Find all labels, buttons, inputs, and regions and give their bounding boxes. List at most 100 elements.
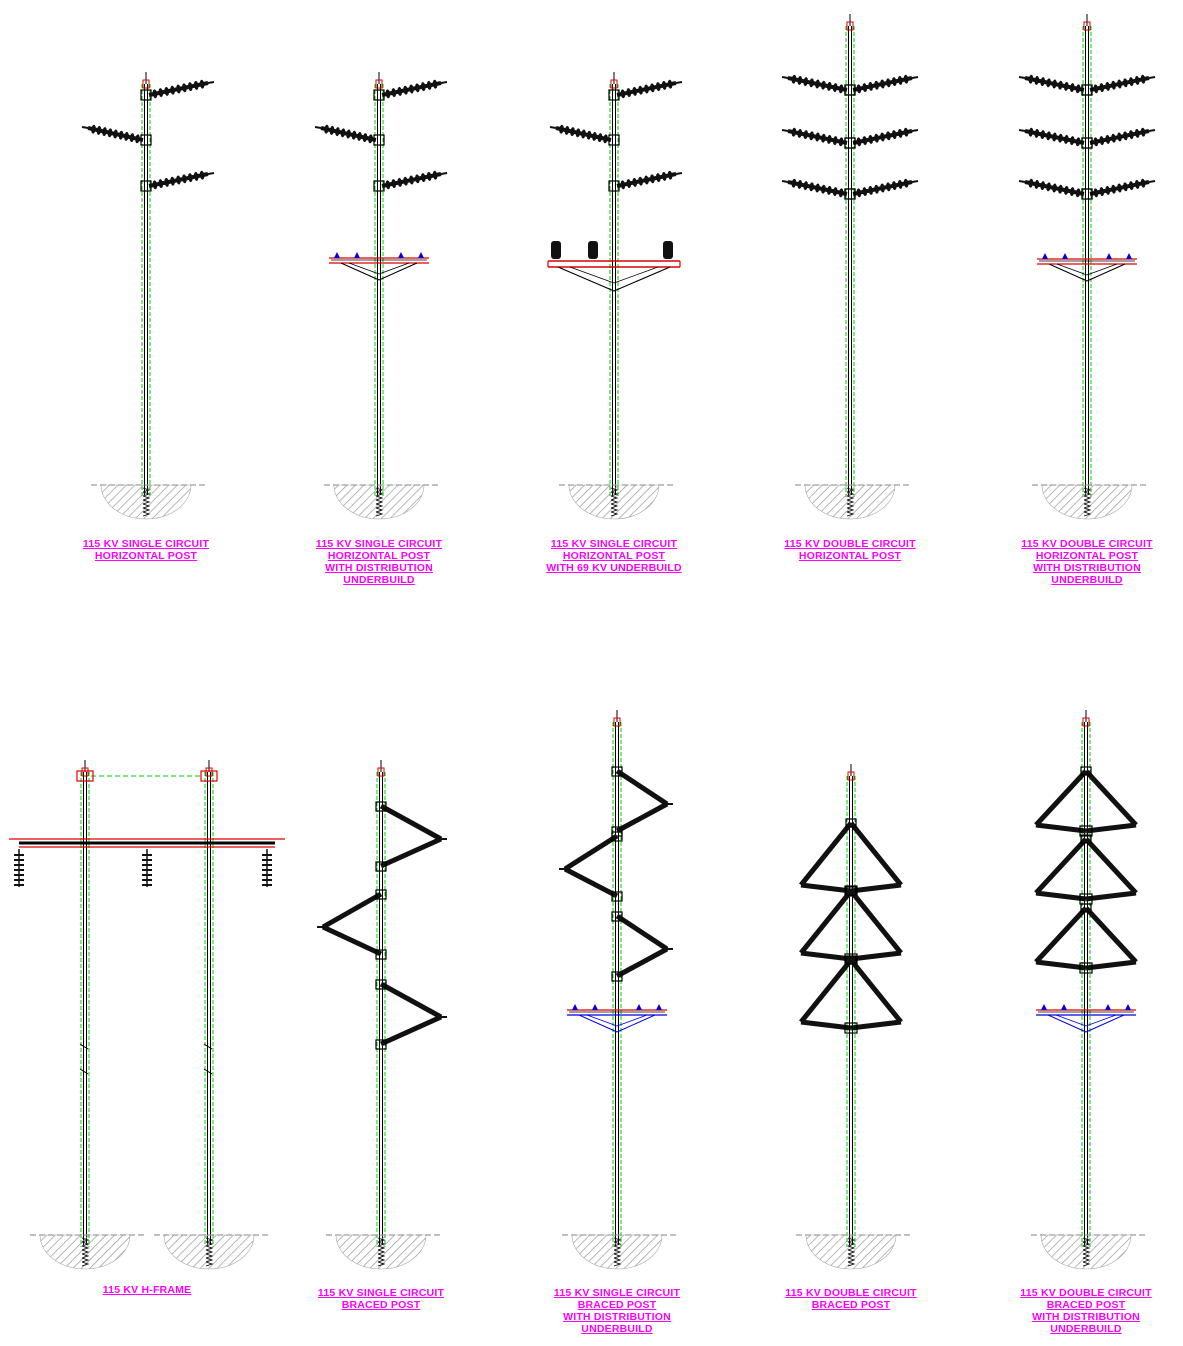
soil-hatch [39, 1234, 131, 1270]
upper-brace [615, 768, 669, 807]
insulator-shed [644, 175, 649, 185]
insulator-shed [597, 133, 603, 143]
insulator-shed [421, 82, 426, 92]
embed-coil [1082, 1257, 1091, 1263]
pole [609, 72, 619, 497]
pin-insulator [592, 1004, 598, 1010]
upper-brace [321, 891, 383, 930]
insulator-shed [575, 128, 581, 138]
bracket [845, 886, 857, 896]
insulator-shed [415, 174, 420, 184]
insulator-shed [1069, 187, 1075, 197]
pole [845, 14, 855, 497]
embed-coil [847, 1253, 856, 1259]
embed-coil [846, 495, 855, 501]
structure-sc-horizontal-post-69kv [547, 72, 683, 520]
pole [846, 764, 856, 1247]
crossarm-brace [378, 262, 418, 281]
insulator-shed [1075, 137, 1081, 147]
embed-coil [613, 1245, 622, 1251]
pole-top-cap [205, 767, 213, 777]
pole [374, 72, 384, 497]
insulator-shed [797, 75, 803, 85]
insulator-shed [892, 77, 897, 87]
soil-hatch [568, 484, 660, 520]
pole-top-cap [142, 79, 150, 89]
insulator-shed [1111, 80, 1116, 90]
ground-foundation [1031, 1234, 1146, 1270]
post-insulator [551, 241, 561, 259]
embed-coil [1082, 1253, 1091, 1259]
caption-line: HORIZONTAL POST [798, 550, 902, 562]
insulator-shed [570, 127, 575, 137]
horizontal-post-insulator [844, 127, 919, 149]
insulator-shed [1111, 133, 1116, 143]
bracket [375, 889, 387, 900]
pole-top-cap [1083, 21, 1091, 31]
insulator-shed [832, 83, 838, 93]
horizontal-post-insulator [1081, 178, 1156, 200]
pin-insulator [1125, 1004, 1131, 1010]
horizontal-post-insulator [81, 124, 152, 146]
crossarm-brace [340, 262, 380, 281]
double-braced-post-assembly [799, 955, 903, 1034]
insulator-shed [874, 184, 879, 194]
insulator-shed [1093, 188, 1099, 198]
insulator-shed [368, 134, 373, 144]
post-insulator [1085, 890, 1137, 902]
bracket [611, 971, 623, 982]
insulator-shed [886, 78, 891, 88]
embed-coil [610, 499, 619, 505]
caption-line: BRACED POST [1046, 1299, 1126, 1311]
insulator-shed [1052, 183, 1057, 193]
embed-coil [613, 1261, 622, 1267]
insulator-shed [102, 127, 107, 137]
bracket [845, 818, 857, 828]
caption-line: WITH DISTRIBUTION [563, 1311, 671, 1323]
embed-coil [81, 1261, 90, 1267]
caption-line: 115 KV DOUBLE CIRCUIT [1020, 1287, 1152, 1299]
pole-top-cap [1082, 717, 1090, 727]
insulator-shed [1117, 79, 1122, 89]
insulator-shed [188, 173, 193, 183]
insulator-shed [832, 187, 838, 197]
insulator-shed [124, 131, 129, 141]
soil-hatch [163, 1234, 255, 1270]
embed-coil [1082, 1241, 1091, 1247]
caption-line: BRACED POST [811, 1299, 891, 1311]
insulator-shed [1040, 130, 1045, 140]
insulator-shed [809, 131, 814, 141]
insulator-shed [1140, 74, 1146, 84]
insulator-shed [1134, 75, 1140, 85]
suspension-insulator [14, 849, 24, 887]
horizontal-post-insulator [781, 178, 856, 200]
insulator-shed [1105, 81, 1110, 91]
embed-coil [142, 487, 151, 493]
pin-insulator [334, 252, 340, 258]
caption-line: WITH DISTRIBUTION [1032, 1311, 1140, 1323]
caption-line: 115 KV DOUBLE CIRCUIT [784, 538, 916, 550]
insulator-shed [1034, 128, 1040, 138]
insulator-shed [391, 88, 397, 98]
insulator-shed [324, 124, 329, 134]
insulator-shed [1129, 77, 1134, 87]
soil-hatch [571, 1234, 663, 1270]
insulator-shed [1105, 185, 1110, 195]
caption-line: 115 KV SINGLE CIRCUIT [315, 538, 443, 550]
embed-coil [205, 1245, 214, 1251]
pin-insulator [1061, 1004, 1067, 1010]
post-insulator [1035, 890, 1087, 902]
insulator-shed [340, 128, 346, 138]
insulator-shed [821, 184, 826, 194]
embed-coil [375, 499, 384, 505]
insulator-shed [362, 133, 368, 143]
embed-coil [610, 491, 619, 497]
upper-brace [1084, 906, 1138, 964]
structure-sc-horizontal-post-dist [314, 72, 448, 520]
